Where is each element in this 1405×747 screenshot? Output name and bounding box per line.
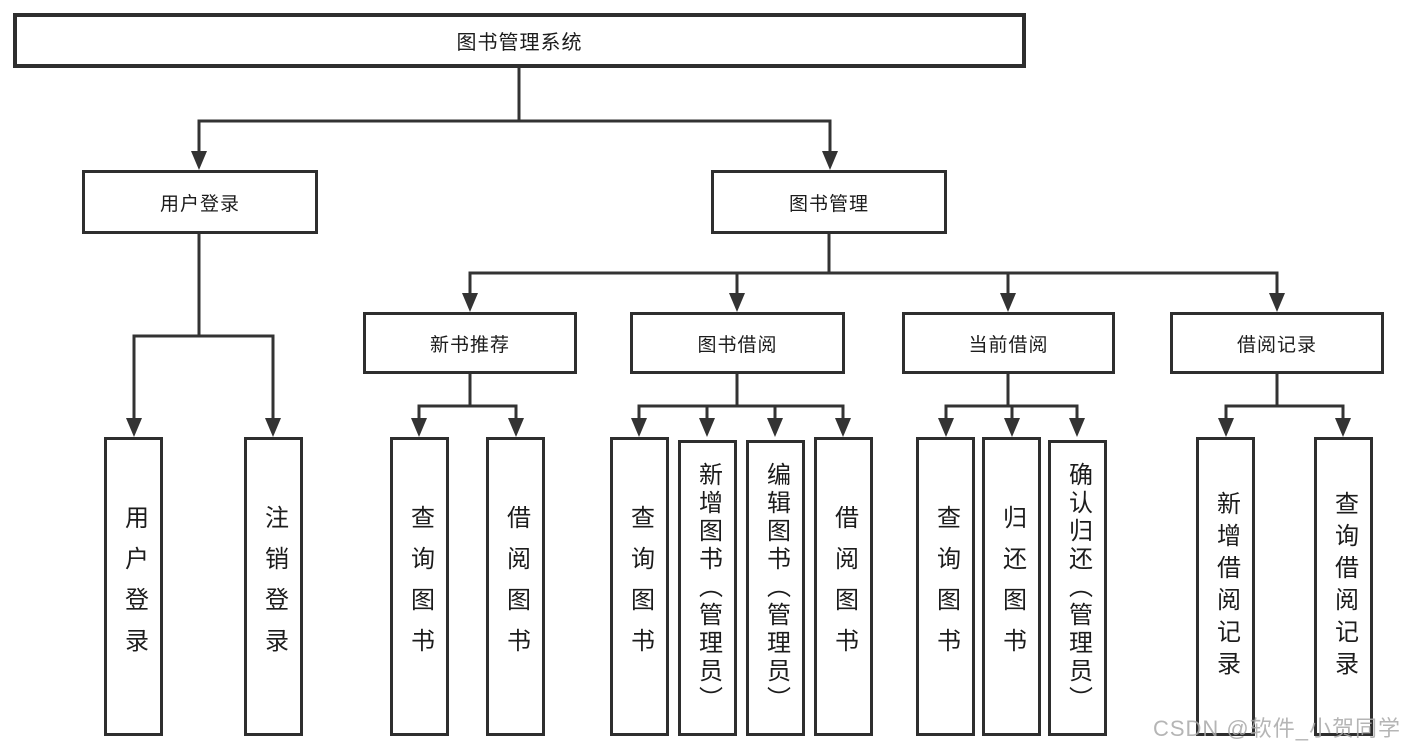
leaf-query-books-recommend: 查询图书	[390, 437, 449, 736]
leaf-label: 查询借阅记录	[1330, 490, 1358, 683]
node-user-login: 用户登录	[82, 170, 318, 234]
leaf-label: 借阅图书	[830, 504, 858, 669]
leaf-add-borrow-record: 新增借阅记录	[1196, 437, 1255, 736]
leaf-label: 归还图书	[998, 504, 1026, 669]
leaf-label: 查询图书	[626, 504, 654, 669]
leaf-label: 新增图书（管理员）	[694, 462, 722, 714]
leaf-label: 新增借阅记录	[1212, 490, 1240, 683]
leaf-label: 查询图书	[932, 504, 960, 669]
csdn-watermark: CSDN @软件_小贺同学	[1152, 716, 1401, 741]
node-library-management-system: 图书管理系统	[13, 13, 1026, 68]
leaf-query-borrow-record: 查询借阅记录	[1314, 437, 1373, 736]
node-book-borrow: 图书借阅	[630, 312, 845, 374]
leaf-label: 用户登录	[120, 504, 148, 669]
leaf-confirm-return-admin: 确认归还（管理员）	[1048, 440, 1107, 736]
leaf-label: 借阅图书	[502, 504, 530, 669]
node-label: 用户登录	[159, 193, 240, 215]
leaf-query-books-current: 查询图书	[916, 437, 975, 736]
node-book-management: 图书管理	[711, 170, 947, 234]
leaf-logout: 注销登录	[244, 437, 303, 736]
leaf-label: 确认归还（管理员）	[1064, 462, 1092, 714]
leaf-borrow-books-recommend: 借阅图书	[486, 437, 545, 736]
node-label: 图书借阅	[697, 334, 778, 356]
node-label: 新书推荐	[429, 334, 510, 356]
leaf-edit-book-admin: 编辑图书（管理员）	[746, 440, 805, 736]
leaf-return-book: 归还图书	[982, 437, 1041, 736]
leaf-label: 编辑图书（管理员）	[762, 462, 790, 714]
leaf-label: 注销登录	[260, 504, 288, 669]
node-label: 图书管理	[788, 193, 869, 215]
node-new-book-recommend: 新书推荐	[363, 312, 577, 374]
leaf-borrow-books: 借阅图书	[814, 437, 873, 736]
leaf-query-books-borrow: 查询图书	[610, 437, 669, 736]
node-borrow-records: 借阅记录	[1170, 312, 1384, 374]
leaf-user-login: 用户登录	[104, 437, 163, 736]
node-label: 图书管理系统	[456, 32, 583, 54]
node-current-borrow: 当前借阅	[902, 312, 1115, 374]
node-label: 借阅记录	[1236, 334, 1317, 356]
node-label: 当前借阅	[968, 334, 1049, 356]
leaf-add-book-admin: 新增图书（管理员）	[678, 440, 737, 736]
leaf-label: 查询图书	[406, 504, 434, 669]
